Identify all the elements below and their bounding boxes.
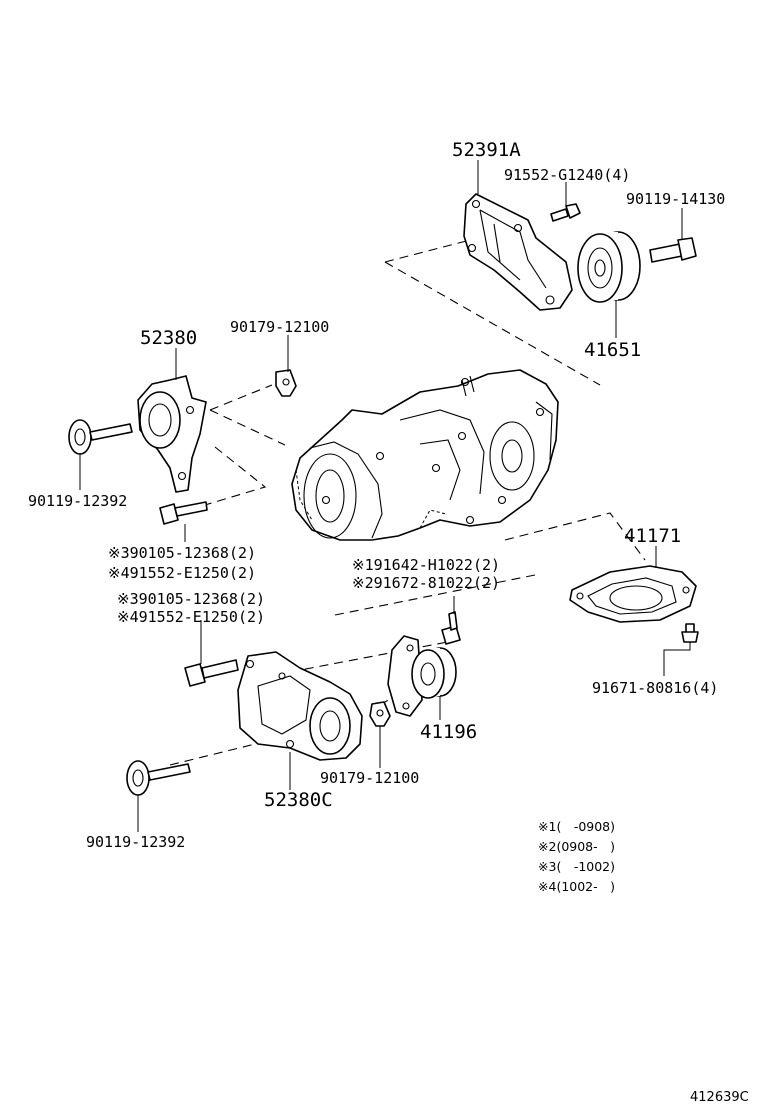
label-41196[interactable]: 41196 bbox=[420, 721, 477, 743]
bolt-90105-12368-lower[interactable] bbox=[184, 659, 239, 687]
damper-41196[interactable] bbox=[387, 635, 457, 717]
nut-90179-12100-bottom[interactable] bbox=[369, 701, 391, 727]
label-90179-12100-top[interactable]: 90179-12100 bbox=[230, 318, 329, 336]
differential-case[interactable] bbox=[291, 369, 559, 541]
label-52391A[interactable]: 52391A bbox=[452, 139, 521, 161]
diagram-reference-number: 412639C bbox=[690, 1090, 749, 1105]
footnote-4: ※4(1002- ) bbox=[538, 879, 615, 894]
label-41651[interactable]: 41651 bbox=[584, 339, 641, 361]
label-91552-E1250-upper[interactable]: ※491552-E1250(2) bbox=[108, 564, 256, 582]
label-91671-80816[interactable]: 91671-80816(4) bbox=[592, 679, 718, 697]
footnote-1: ※1( -0908) bbox=[538, 819, 615, 834]
footnote-2: ※2(0908- ) bbox=[538, 839, 615, 854]
bracket-52380[interactable] bbox=[137, 375, 207, 493]
footnote-3: ※3( -1002) bbox=[538, 859, 615, 874]
label-90105-12368-lower[interactable]: ※390105-12368(2) bbox=[117, 590, 265, 608]
bracket-52391A[interactable] bbox=[463, 193, 573, 311]
cover-41171[interactable] bbox=[569, 565, 697, 623]
label-90119-14130[interactable]: 90119-14130 bbox=[626, 190, 725, 208]
bolt-90119-12392-top[interactable] bbox=[68, 419, 133, 455]
leader-lines bbox=[79, 160, 691, 832]
label-52380C[interactable]: 52380C bbox=[264, 789, 333, 811]
label-90119-12392-top[interactable]: 90119-12392 bbox=[28, 492, 127, 510]
label-91672-81022[interactable]: ※291672-81022(2) bbox=[352, 574, 500, 592]
label-91552-G1240[interactable]: 91552-G1240(4) bbox=[504, 166, 630, 184]
footnotes: ※1( -0908) ※2(0908- ) ※3( -1002) ※4(1002… bbox=[538, 819, 615, 894]
bolt-90119-14130[interactable] bbox=[649, 237, 697, 263]
bolt-90119-12392-bottom[interactable] bbox=[126, 760, 191, 796]
label-90105-12368-upper[interactable]: ※390105-12368(2) bbox=[108, 544, 256, 562]
label-41171[interactable]: 41171 bbox=[624, 525, 681, 547]
nut-90179-12100-top[interactable] bbox=[275, 369, 297, 397]
bracket-52380C[interactable] bbox=[237, 651, 363, 761]
part-labels: 52391A 91552-G1240(4) 90119-14130 41651 … bbox=[28, 139, 725, 851]
bolt-91642-91672[interactable] bbox=[441, 611, 461, 645]
stopper-41651[interactable] bbox=[577, 231, 641, 303]
bolt-91552-G1240[interactable] bbox=[550, 203, 581, 222]
label-90119-12392-bottom[interactable]: 90119-12392 bbox=[86, 833, 185, 851]
label-90179-12100-bottom[interactable]: 90179-12100 bbox=[320, 769, 419, 787]
label-91642-H1022[interactable]: ※191642-H1022(2) bbox=[352, 556, 500, 574]
bolt-91671-80816[interactable] bbox=[681, 623, 699, 643]
bolt-90105-12368-upper[interactable] bbox=[159, 501, 208, 525]
label-52380[interactable]: 52380 bbox=[140, 327, 197, 349]
label-91552-E1250-lower[interactable]: ※491552-E1250(2) bbox=[117, 608, 265, 626]
